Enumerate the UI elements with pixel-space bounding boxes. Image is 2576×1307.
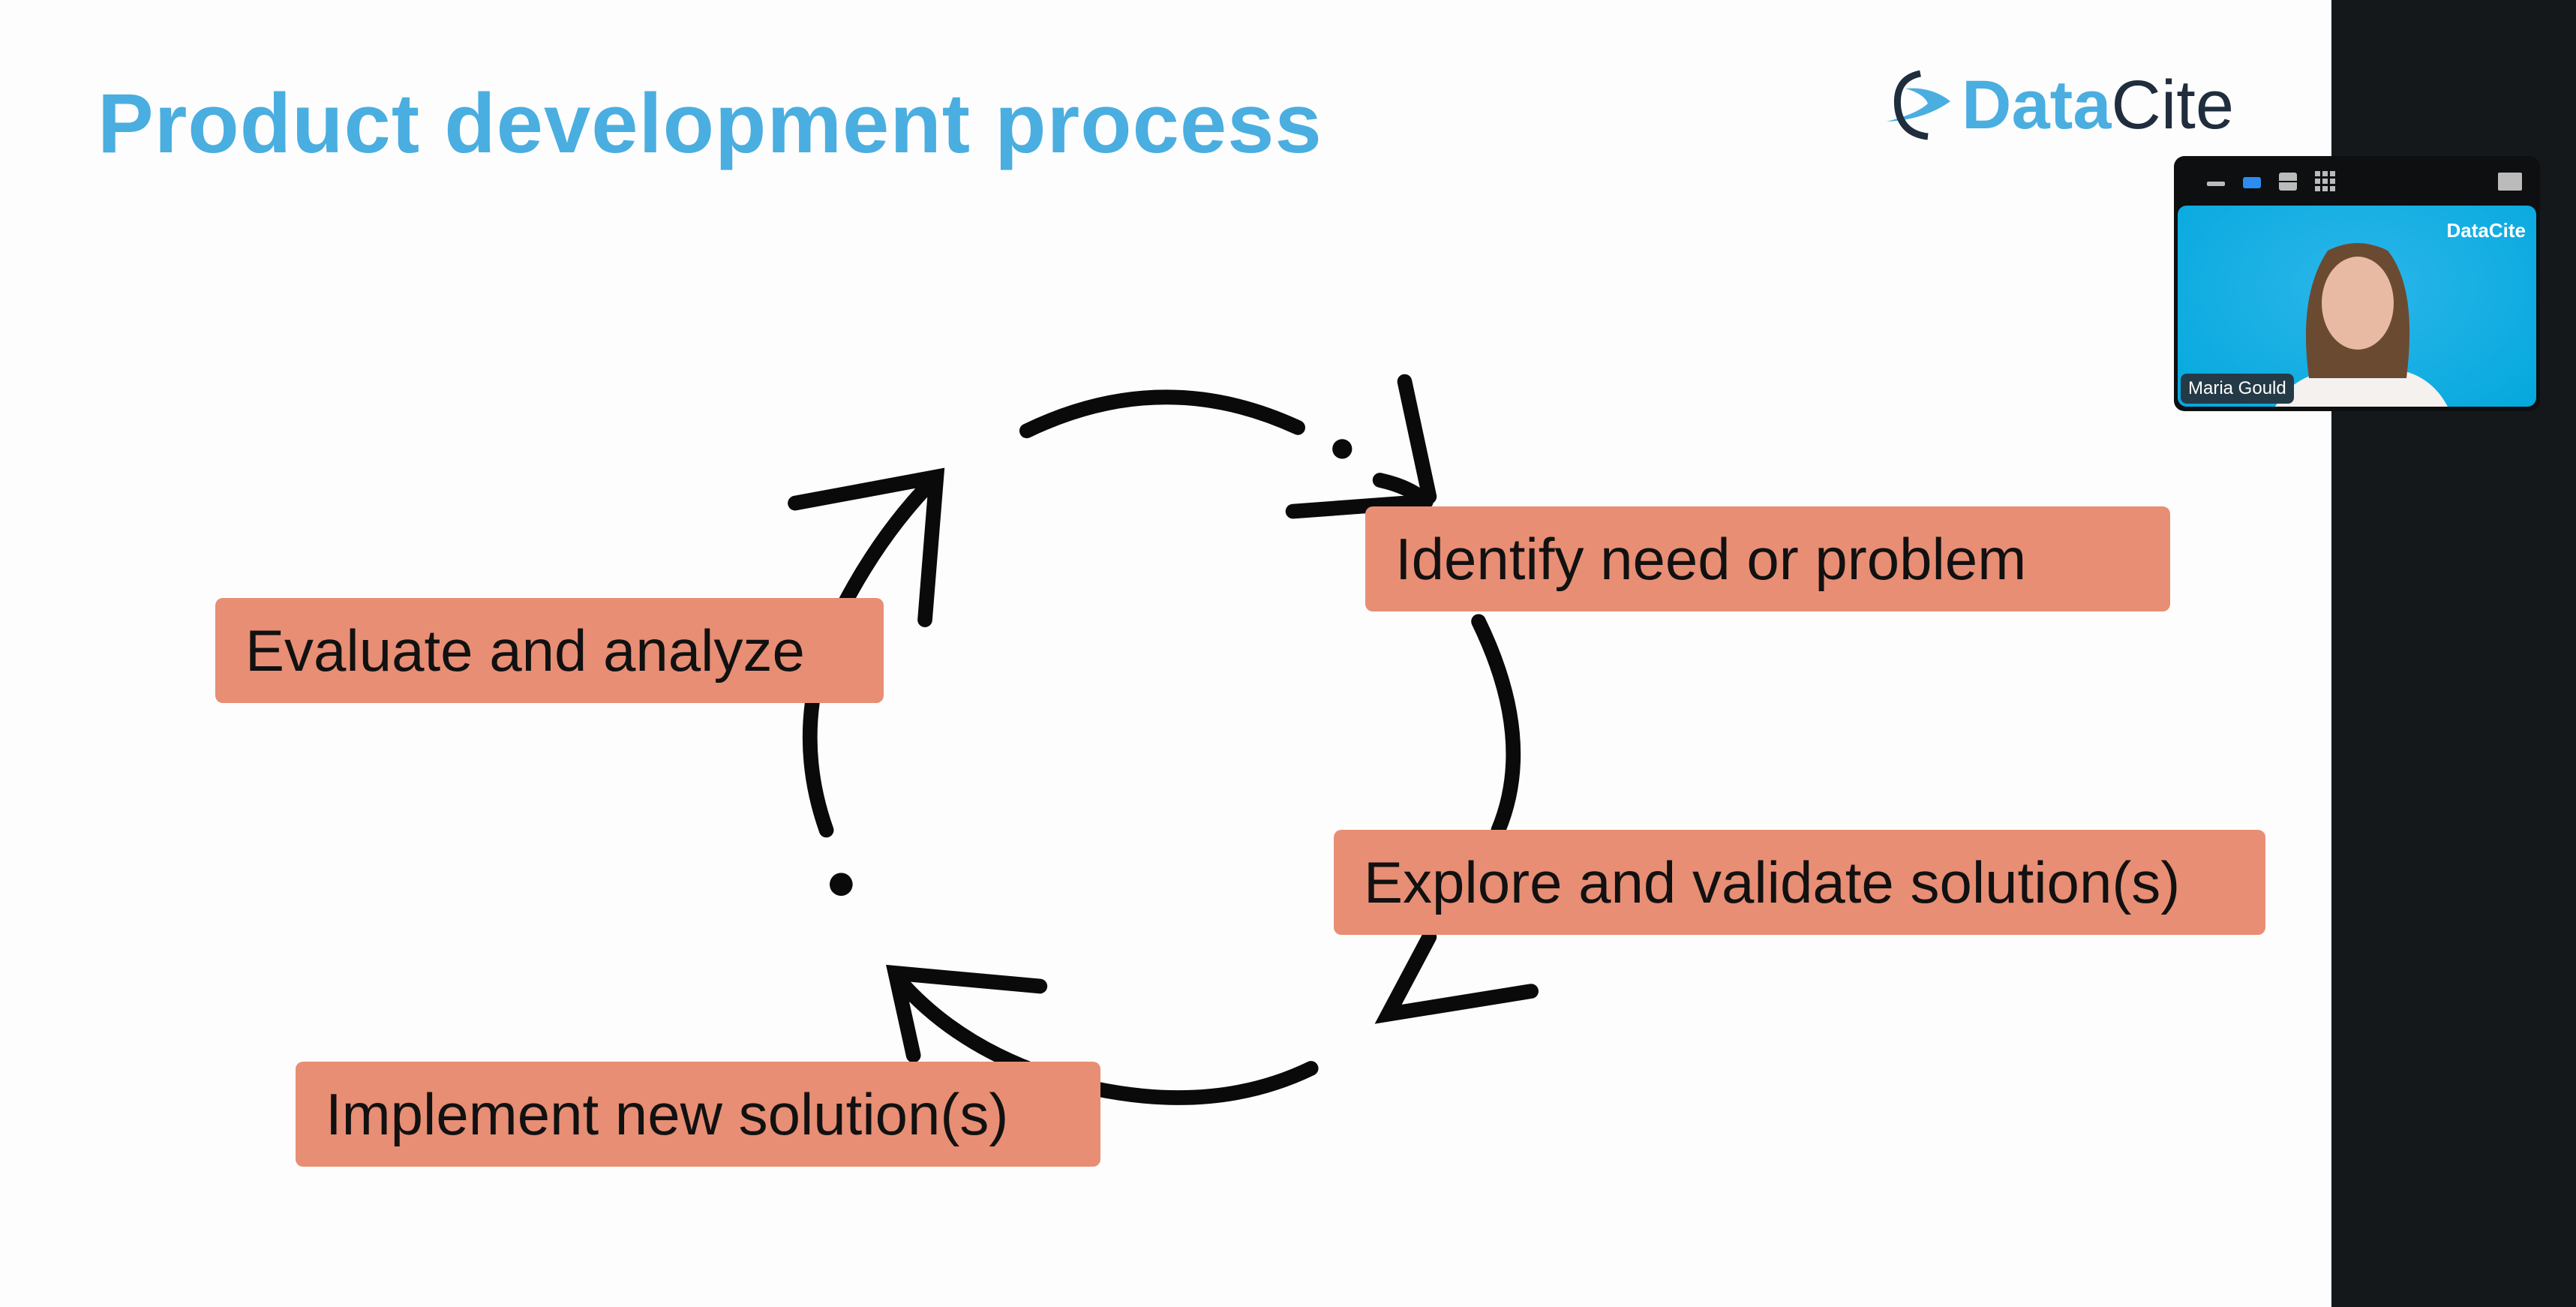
top-arc	[1019, 389, 1305, 439]
speaker-view-icon[interactable]	[2243, 177, 2261, 188]
grid-view-icon[interactable]	[2315, 171, 2336, 192]
dot	[1332, 439, 1353, 459]
strip-view-icon[interactable]	[2279, 173, 2297, 191]
slide-title: Product development process	[98, 77, 1323, 170]
logo-text-cite: Cite	[2111, 66, 2235, 143]
arrow-head-bottom-right	[1374, 929, 1539, 1024]
step-explore: Explore and validate solution(s)	[1334, 830, 2265, 935]
dot	[829, 873, 853, 897]
participant-name-label: Maria Gould	[2181, 374, 2294, 404]
right-arc	[1471, 614, 1521, 838]
arrow-head-top-left	[788, 467, 945, 627]
video-panel[interactable]: DataCite Maria Gould	[2174, 156, 2540, 411]
participant-silhouette	[2275, 243, 2448, 407]
bottom-arc	[1085, 1061, 1319, 1105]
datacite-logo-icon	[1887, 70, 1950, 140]
arrow-head-top-right	[1285, 374, 1437, 519]
logo-text-data: Data	[1962, 66, 2112, 143]
minimize-icon[interactable]	[2207, 182, 2225, 186]
picture-in-picture-icon[interactable]	[2498, 173, 2522, 191]
step-evaluate: Evaluate and analyze	[215, 598, 884, 703]
step-identify: Identify need or problem	[1365, 506, 2170, 611]
video-background-logo: DataCite	[2446, 219, 2526, 242]
participant-video: DataCite Maria Gould	[2178, 206, 2536, 407]
step-implement: Implement new solution(s)	[296, 1062, 1100, 1167]
